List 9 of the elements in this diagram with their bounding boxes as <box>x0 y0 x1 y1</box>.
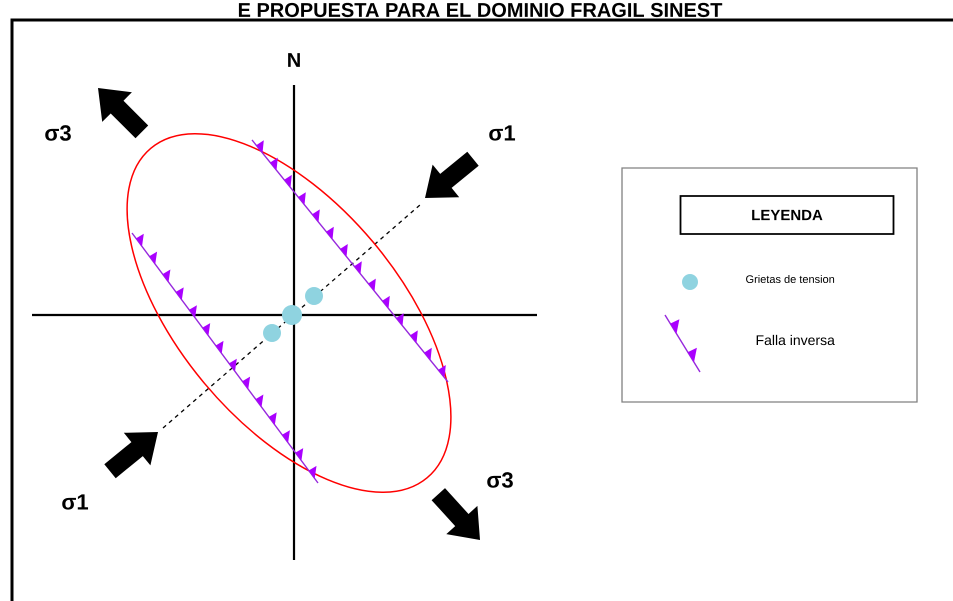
legend-heading: LEYENDA <box>680 195 894 235</box>
compass-label: N <box>288 53 300 67</box>
stress-label: σ3 <box>45 125 71 141</box>
stress-label: σ1 <box>62 494 88 510</box>
legend-text: Grietas de tension <box>746 274 834 284</box>
stress-label: σ1 <box>489 125 516 141</box>
stress-label: σ3 <box>487 472 513 488</box>
legend-text: Falla inversa <box>756 334 835 346</box>
title: E PROPUESTA PARA EL DOMINIO FRAGIL SINEST <box>238 2 722 18</box>
